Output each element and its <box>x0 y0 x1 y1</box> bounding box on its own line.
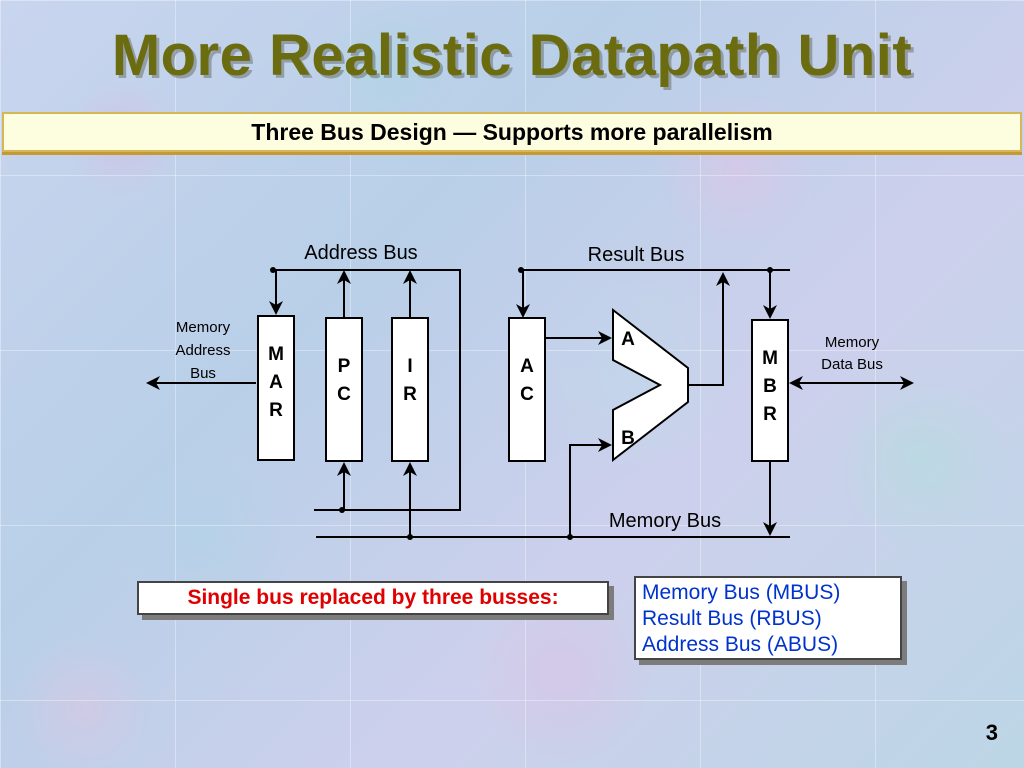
mar-letter-3: R <box>269 400 283 421</box>
result-bus <box>518 267 790 273</box>
slide-subtitle: Three Bus Design — Supports more paralle… <box>251 118 773 145</box>
alu-to-rbus-arrow <box>688 272 730 386</box>
memory-address-bus-label-line-3: Bus <box>190 365 216 382</box>
memory-bus <box>316 534 790 540</box>
result-bus-label: Result Bus <box>588 244 685 266</box>
mbr-letter-3: R <box>763 404 777 425</box>
memory-address-bus-label-line-1: Memory <box>176 319 231 336</box>
bus-list-callout: Memory Bus (MBUS) Result Bus (RBUS) Addr… <box>634 576 902 660</box>
alu-unit: A B <box>612 307 689 463</box>
single-bus-callout-text: Single bus replaced by three busses: <box>187 586 559 609</box>
mbr-register: M B R <box>751 319 789 462</box>
memory-data-bus-label-line-2: Data Bus <box>821 356 883 373</box>
mbus-to-alu-b-arrow <box>569 438 612 537</box>
ac-letter-2: C <box>520 384 534 405</box>
alu-input-b-label: B <box>621 428 635 449</box>
bus-list-item-mbus: Memory Bus (MBUS) <box>642 581 841 604</box>
mbr-letter-1: M <box>762 348 778 369</box>
mar-letter-2: A <box>269 372 283 393</box>
memory-address-bus-label-line-2: Address <box>175 342 230 359</box>
mar-register: M A R <box>257 315 295 461</box>
memory-bus-label: Memory Bus <box>609 510 721 532</box>
mar-letter-1: M <box>268 344 284 365</box>
ac-letter-1: A <box>520 356 534 377</box>
ir-register: I R <box>391 317 429 462</box>
ir-letter-2: R <box>403 384 417 405</box>
single-bus-callout: Single bus replaced by three busses: <box>137 581 609 615</box>
page-number: 3 <box>985 720 998 745</box>
bus-list-item-rbus: Result Bus (RBUS) <box>642 607 822 630</box>
subtitle-bar: Three Bus Design — Supports more paralle… <box>2 112 1022 152</box>
ir-letter-1: I <box>407 356 412 377</box>
address-bus-label: Address Bus <box>304 242 417 264</box>
ac-register: A C <box>508 317 546 462</box>
alu-input-a-label: A <box>621 329 635 350</box>
pc-letter-1: P <box>338 356 351 377</box>
pc-letter-2: C <box>337 384 351 405</box>
bus-list-item-abus: Address Bus (ABUS) <box>642 633 839 656</box>
pc-register: P C <box>325 317 363 462</box>
mbr-letter-2: B <box>763 376 777 397</box>
address-bus <box>270 267 461 513</box>
memory-data-bus-label-line-1: Memory <box>825 334 880 351</box>
slide-title: More Realistic Datapath Unit <box>111 23 913 88</box>
